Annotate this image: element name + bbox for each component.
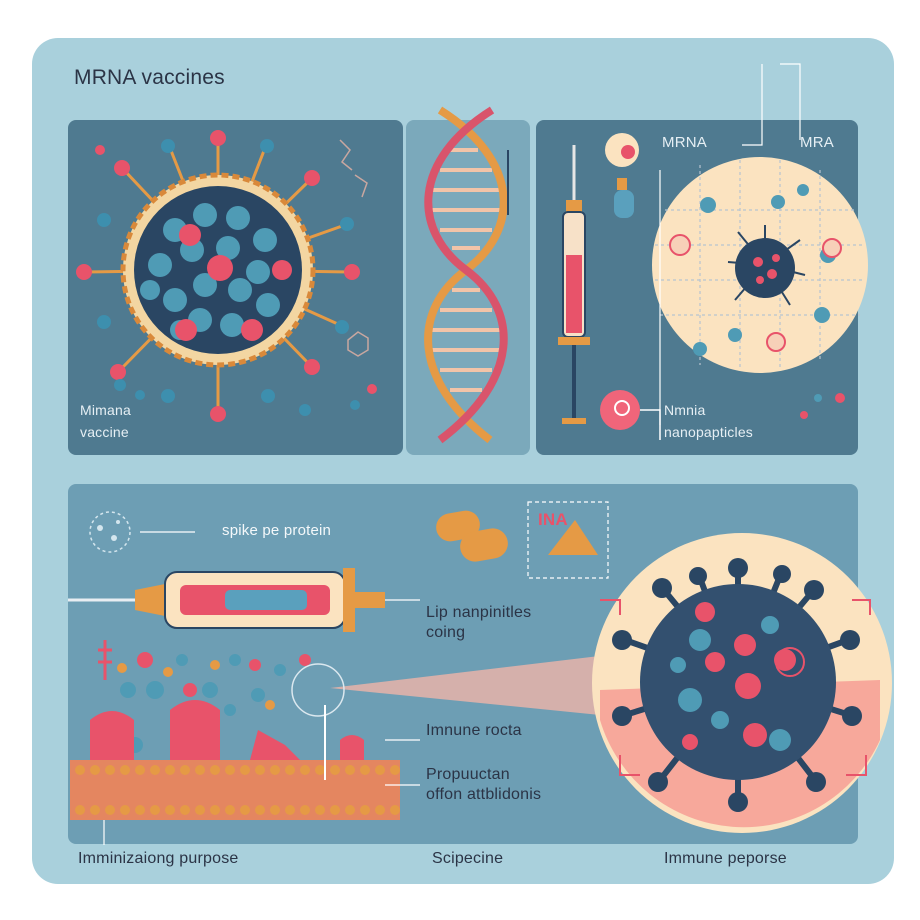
production-label-line1: Propuuctan: [426, 766, 510, 783]
virus-particle-illustration: [76, 130, 377, 422]
nanoparticles-label-line2: nanopapticles: [664, 424, 753, 440]
coronavirus-magnifier: [592, 533, 892, 833]
vaccine-label-line1: Mimana: [80, 402, 131, 418]
vertical-syringe-illustration: [558, 145, 590, 424]
nanoparticle-magnifier: [600, 133, 868, 440]
immune-reaction-label: Imnune rocta: [426, 722, 522, 739]
spike-protein-label: spike pe protein: [222, 522, 332, 539]
footer-left-label: Imminizaiong purpose: [78, 850, 239, 867]
mrna-label: MRNA: [662, 134, 707, 151]
dna-helix-illustration: [424, 106, 509, 444]
mra-label: MRA: [800, 134, 834, 151]
nanoparticles-label-line1: Nmnia: [664, 402, 706, 418]
production-label-line2: offon attblidonis: [426, 786, 542, 803]
footer-middle-label: Scipecine: [432, 850, 504, 867]
leader-lines-top: [659, 63, 801, 425]
ina-label: INA: [538, 510, 568, 529]
mechanism-illustration: [68, 501, 650, 845]
vaccine-label-line2: vaccine: [80, 424, 129, 440]
lip-nanoparticles-line1: Lip nanpinitles: [426, 604, 532, 621]
page-title: MRNA vaccines: [74, 66, 225, 89]
lip-nanoparticles-line2: coing: [426, 624, 466, 641]
panel-dna: [406, 120, 530, 455]
footer-right-label: Immune peporse: [664, 850, 787, 867]
